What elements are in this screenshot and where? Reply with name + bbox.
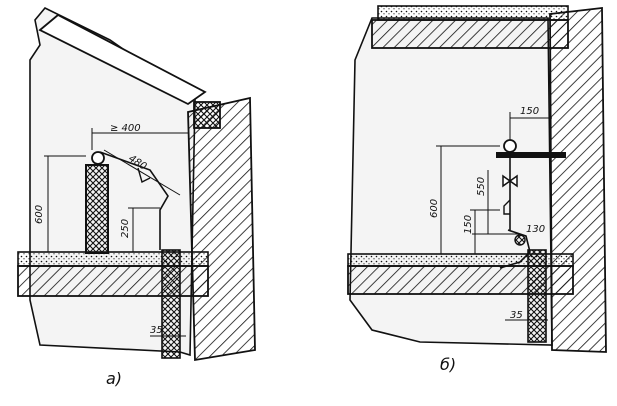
window-sill-a xyxy=(38,13,207,106)
dim-label-250: 250 xyxy=(120,219,131,238)
figure-b: 150 600 550 150 130 35 б) xyxy=(347,5,607,374)
dim-label-600b: 600 xyxy=(429,199,440,218)
figure-a: ≥ 400 600 480 250 35 а) xyxy=(17,7,256,388)
riser-pipe-a xyxy=(161,249,181,359)
dim-label-400: ≥ 400 xyxy=(110,123,141,134)
dim-label-35a: 35 xyxy=(150,325,163,336)
ceiling-slab-b xyxy=(371,19,569,49)
elbow-icon xyxy=(514,234,526,246)
lintel-block-a xyxy=(193,101,221,129)
exterior-wall-b xyxy=(549,6,607,353)
dim-label-150b: 150 xyxy=(463,215,474,234)
radiator-a xyxy=(85,164,109,254)
dim-label-600a: 600 xyxy=(34,205,45,224)
valve-icon xyxy=(91,151,105,165)
valve-top-icon xyxy=(503,139,517,153)
wall-panel-b xyxy=(349,17,553,346)
caption-b: б) xyxy=(440,355,456,374)
exterior-wall-a xyxy=(187,96,256,362)
dim-line-480 xyxy=(103,149,181,196)
dim-label-550: 550 xyxy=(476,177,487,196)
horizontal-pipe-b xyxy=(496,152,566,158)
dim-label-150: 150 xyxy=(520,106,539,117)
riser-pipe-b xyxy=(527,249,547,343)
valve-bowtie-icon xyxy=(502,174,518,188)
dim-label-35b: 35 xyxy=(510,310,523,321)
dim-label-130: 130 xyxy=(526,224,545,235)
connection-pipe-a xyxy=(99,151,169,250)
caption-a: а) xyxy=(106,369,122,388)
ceiling-screed-b xyxy=(377,5,569,21)
